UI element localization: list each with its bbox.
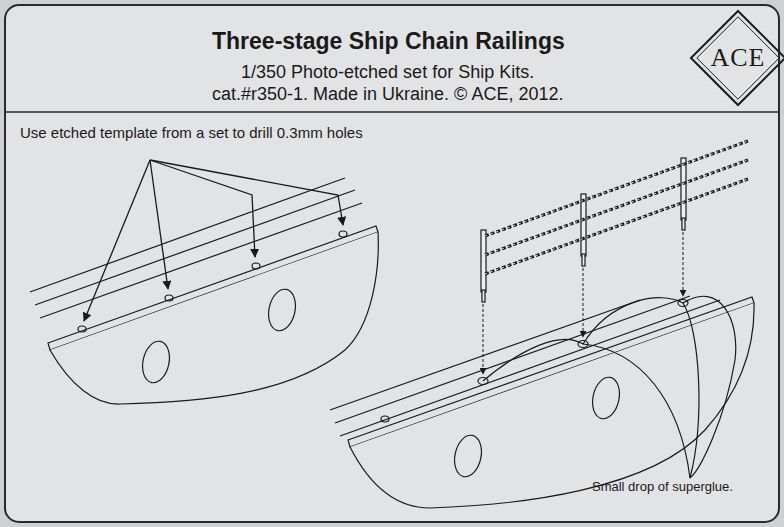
glue-note: Small drop of superglue. [592,479,733,494]
logo-letters: ACE [711,43,766,73]
title: Three-stage Ship Chain Railings [212,28,565,55]
instruction-note: Use etched template from a set to drill … [20,124,363,141]
catalog-line: cat.#r350-1. Made in Ukraine. © ACE, 201… [212,84,563,105]
logo-diamond: ACE [689,9,784,107]
subtitle: 1/350 Photo-etched set for Ship Kits. [241,62,534,83]
